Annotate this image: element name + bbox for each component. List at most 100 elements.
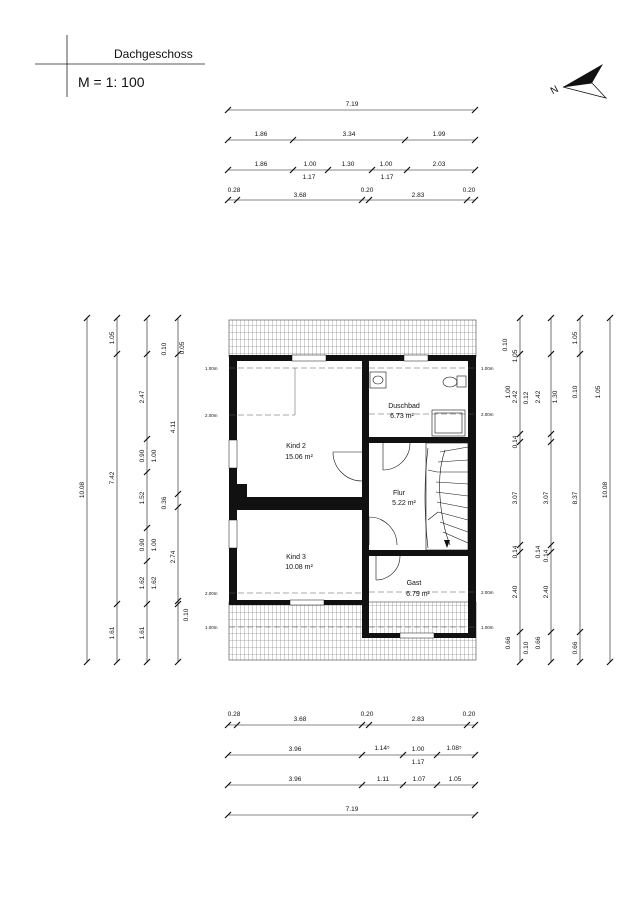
height-label-right-3: 2.00m <box>481 590 494 595</box>
window-top-bath <box>403 354 429 362</box>
dim-left-c4-0: 0.05 <box>179 341 186 354</box>
dim-right-c1-1: 1.05 <box>512 349 519 362</box>
room-area: 6.79 m² <box>406 591 430 598</box>
wall-chimney <box>237 484 247 500</box>
shower-tray <box>431 409 466 437</box>
dim-bot-r3-0: 3.96 <box>289 776 302 783</box>
dim-right-c2-5: 2.40 <box>543 585 550 598</box>
dim-left-c3-5: 1.62 <box>139 576 146 589</box>
dim-left-c3-0: 0.10 <box>161 342 168 355</box>
washbasin <box>369 371 387 389</box>
north-arrow-dark-half <box>563 64 603 87</box>
wall-bath-bottom <box>362 437 476 443</box>
dim-top-r3-4: 2.03 <box>433 161 446 168</box>
dim-right-c1-0: 0.10 <box>502 338 509 351</box>
dim-left-c3-sub-0: 1.00 <box>151 449 158 462</box>
dims-right <box>516 314 614 666</box>
staircase <box>424 442 469 551</box>
wall-top <box>229 355 476 361</box>
dim-right-c2-3: 3.07 <box>543 491 550 504</box>
dim-top-r4-1: 3.68 <box>294 192 307 199</box>
dim-top-r2-0: 1.86 <box>255 131 268 138</box>
dim-left-c4-2: 0.36 <box>161 496 168 509</box>
north-label: N <box>549 84 561 97</box>
door-kind2 <box>332 451 363 482</box>
dim-right-c1-sub-0: 0.12 <box>523 391 530 404</box>
dim-top-r4-3: 2.83 <box>412 192 425 199</box>
plan-title: Dachgeschoss <box>114 47 193 61</box>
dim-bot-r1-0: 0.28 <box>228 711 241 718</box>
dim-right-c2-extra: 1.05 <box>595 385 602 398</box>
room-kind3: Kind 3 10.08 m² <box>285 554 313 571</box>
dim-left-c2-1: 7.42 <box>109 471 116 484</box>
room-area: 6.73 m² <box>390 413 414 420</box>
door-gast <box>375 555 401 581</box>
window-openings <box>228 354 435 639</box>
room-area: 5.22 m² <box>392 500 416 507</box>
roof-areas <box>228 319 477 661</box>
wall-flur-bottom <box>362 550 476 556</box>
height-label-left-4: 1.00m <box>205 625 218 630</box>
dim-right-c1-8: 0.66 <box>505 636 512 649</box>
dim-right-c3-1: 0.10 <box>572 385 579 398</box>
height-lines <box>229 367 476 628</box>
window-left-kind2 <box>228 439 238 469</box>
stair-arrow <box>444 540 450 548</box>
dim-left-c3-1: 2.47 <box>139 390 146 403</box>
dim-top-r1-0: 7.19 <box>346 101 359 108</box>
dim-left-c3-3: 1.52 <box>139 491 146 504</box>
wall-mid-horizontal <box>229 497 366 510</box>
dim-bot-r1-1: 3.68 <box>294 716 307 723</box>
dim-bot-r2-0: 3.96 <box>289 746 302 753</box>
room-name: Kind 3 <box>286 554 306 561</box>
dims-left <box>83 314 182 666</box>
dim-right-c2-0: 2.42 <box>535 390 542 403</box>
dim-bot-r1-2: 0.20 <box>361 711 374 718</box>
dims-right-labels: 0.10 1.05 2.42 1.00 0.12 0.14 3.07 0.14 … <box>502 331 609 654</box>
dim-top-r3-2: 1.30 <box>342 161 355 168</box>
dim-bot-r4-0: 7.19 <box>346 806 359 813</box>
room-name: Duschbad <box>388 403 420 410</box>
dims-left-labels: 10.08 1.05 7.42 1.61 0.10 2.47 0.90 1.00… <box>79 331 190 639</box>
dim-top-r4-0: 0.28 <box>228 187 241 194</box>
dim-right-c3-0: 1.05 <box>572 331 579 344</box>
title-block: Dachgeschoss M = 1: 100 <box>35 35 205 97</box>
stair-outer-curve <box>424 447 429 549</box>
door-flur-top <box>382 442 411 471</box>
window-bottom-kind3 <box>289 599 325 606</box>
plan-scale: M = 1: 100 <box>78 74 145 90</box>
dim-right-c2-6: 0.66 <box>535 636 542 649</box>
dim-top-r3-0: 1.86 <box>255 161 268 168</box>
height-label-left-3: 2.00m <box>205 591 218 596</box>
room-name: Gast <box>407 580 422 587</box>
dim-top-r2-2: 1.99 <box>433 131 446 138</box>
dim-right-c1-5: 3.07 <box>512 491 519 504</box>
north-arrow-light-half <box>562 82 608 99</box>
dim-top-r4-4: 0.20 <box>463 187 476 194</box>
dim-bot-r2-3: 1.08⁵ <box>446 745 462 752</box>
dim-right-c3-3: 0.66 <box>572 641 579 654</box>
dim-top-r3-3: 1.00 <box>380 161 393 168</box>
dims-top <box>224 106 479 204</box>
dim-left-c1-0: 10.08 <box>79 481 86 498</box>
height-label-right-1: 1.00m <box>481 366 494 371</box>
dim-right-c2-2: 0.14 <box>535 545 542 558</box>
dim-left-c4-4: 1.62 <box>151 576 158 589</box>
dim-right-c4-0: 10.08 <box>602 481 609 498</box>
stair-outline <box>425 442 469 551</box>
wall-left <box>229 355 237 605</box>
wall-vertical-center <box>362 355 369 638</box>
door-kind3 <box>368 516 398 546</box>
roof-top-strip <box>228 319 477 358</box>
dim-bot-r3-3: 1.05 <box>449 776 462 783</box>
dim-right-c1-7: 2.40 <box>512 585 519 598</box>
room-kind2: Kind 2 15.06 m² <box>285 443 313 461</box>
room-duschbad: Duschbad 6.73 m² <box>388 403 420 420</box>
height-label-right-4: 1.00m <box>481 625 494 630</box>
dim-left-c4-1: 4.11 <box>170 421 177 434</box>
room-name: Kind 2 <box>286 443 306 450</box>
dim-top-r2-1: 3.34 <box>343 131 356 138</box>
dim-right-c3-2: 8.37 <box>572 491 579 504</box>
dim-top-r4-2: 0.20 <box>361 187 374 194</box>
window-left-kind3 <box>228 519 238 549</box>
